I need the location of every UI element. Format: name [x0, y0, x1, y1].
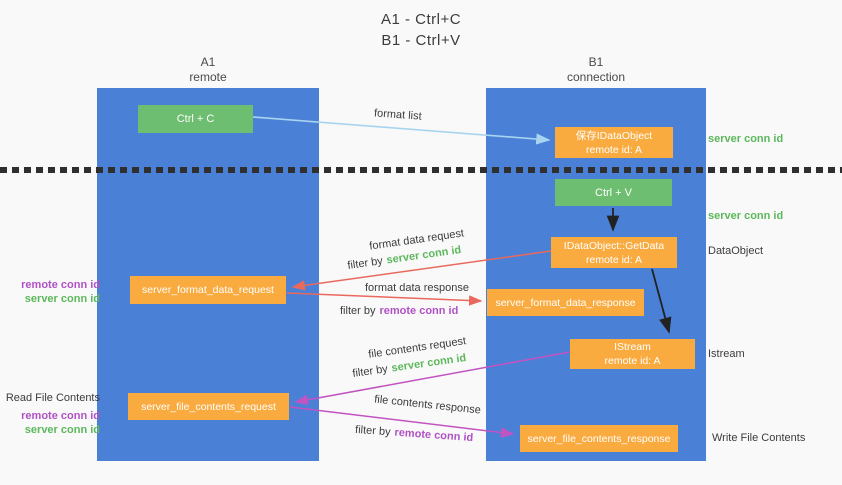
write-file-contents-annotation: Write File Contents [712, 432, 806, 444]
istream-box: IStream remote id: A [570, 339, 695, 369]
clipboard-boundary-divider [0, 167, 842, 173]
filter-by-text: filter by [354, 423, 391, 439]
server-format-data-request-label: server_format_data_request [142, 284, 274, 296]
title-line-2: B1 - Ctrl+V [381, 32, 461, 49]
ctrl-c-label: Ctrl + C [176, 113, 215, 125]
remote-conn-id-annotation: remote conn id [21, 279, 100, 291]
remote-conn-id-text: remote conn id [394, 426, 474, 445]
server-file-contents-response-box: server_file_contents_response [520, 425, 678, 452]
format-data-response-label: format data response [365, 282, 469, 294]
save-dataobject-line2: remote id: A [585, 143, 643, 156]
server-format-data-request-box: server_format_data_request [130, 276, 286, 304]
diagram-title: A1 - Ctrl+C B1 - Ctrl+V [0, 9, 842, 51]
getdata-line2: remote id: A [585, 253, 643, 266]
istream-annotation: Istream [708, 348, 745, 360]
save-dataobject-line1: 保存IDataObject [575, 129, 653, 142]
server-file-contents-response-label: server_file_contents_response [527, 432, 671, 445]
lifeline-header-b1: B1 connection [486, 55, 706, 85]
ctrl-c-box: Ctrl + C [138, 105, 253, 133]
getdata-line1: IDataObject::GetData [563, 239, 665, 252]
server-conn-id-annotation-top: server conn id [708, 133, 784, 145]
server-file-contents-request-label: server_file_contents_request [141, 400, 276, 413]
ctrl-v-box: Ctrl + V [555, 179, 672, 206]
server-conn-id-annotation-mid: server conn id [708, 210, 784, 222]
file-request-conn-ids: remote conn id server conn id [0, 409, 100, 437]
server-format-data-response-label: server_format_data_response [495, 296, 636, 309]
getdata-box: IDataObject::GetData remote id: A [551, 237, 677, 268]
lifeline-b1-name: B1 [588, 55, 604, 69]
file-contents-response-label: file contents response [373, 393, 482, 417]
server-file-contents-request-box: server_file_contents_request [128, 393, 289, 420]
read-file-contents-annotation: Read File Contents [5, 392, 100, 404]
dataobject-annotation: DataObject [708, 245, 764, 257]
format-request-conn-ids: remote conn id server conn id [0, 278, 100, 306]
server-conn-id-annotation: server conn id [24, 293, 100, 305]
istream-line1: IStream [614, 341, 651, 353]
filter-by-text: filter by [351, 363, 389, 380]
filter-by-text: filter by [340, 305, 376, 317]
format-list-label: format list [373, 107, 423, 123]
lifeline-header-a1: A1 remote [97, 55, 319, 85]
title-line-1: A1 - Ctrl+C [380, 11, 462, 28]
istream-line2: remote id: A [604, 355, 661, 367]
remote-conn-id-text: remote conn id [379, 305, 459, 317]
ctrl-v-label: Ctrl + V [595, 186, 632, 199]
server-conn-id-annotation: server conn id [24, 424, 100, 436]
lifeline-a1-role: remote [189, 70, 227, 84]
lifeline-b1-role: connection [566, 70, 626, 84]
lifeline-a1-name: A1 [200, 55, 216, 69]
save-dataobject-box: 保存IDataObject remote id: A [555, 127, 673, 158]
server-format-data-response-box: server_format_data_response [487, 289, 644, 316]
remote-conn-id-annotation: remote conn id [21, 410, 100, 422]
filter-by-text: filter by [346, 255, 384, 272]
